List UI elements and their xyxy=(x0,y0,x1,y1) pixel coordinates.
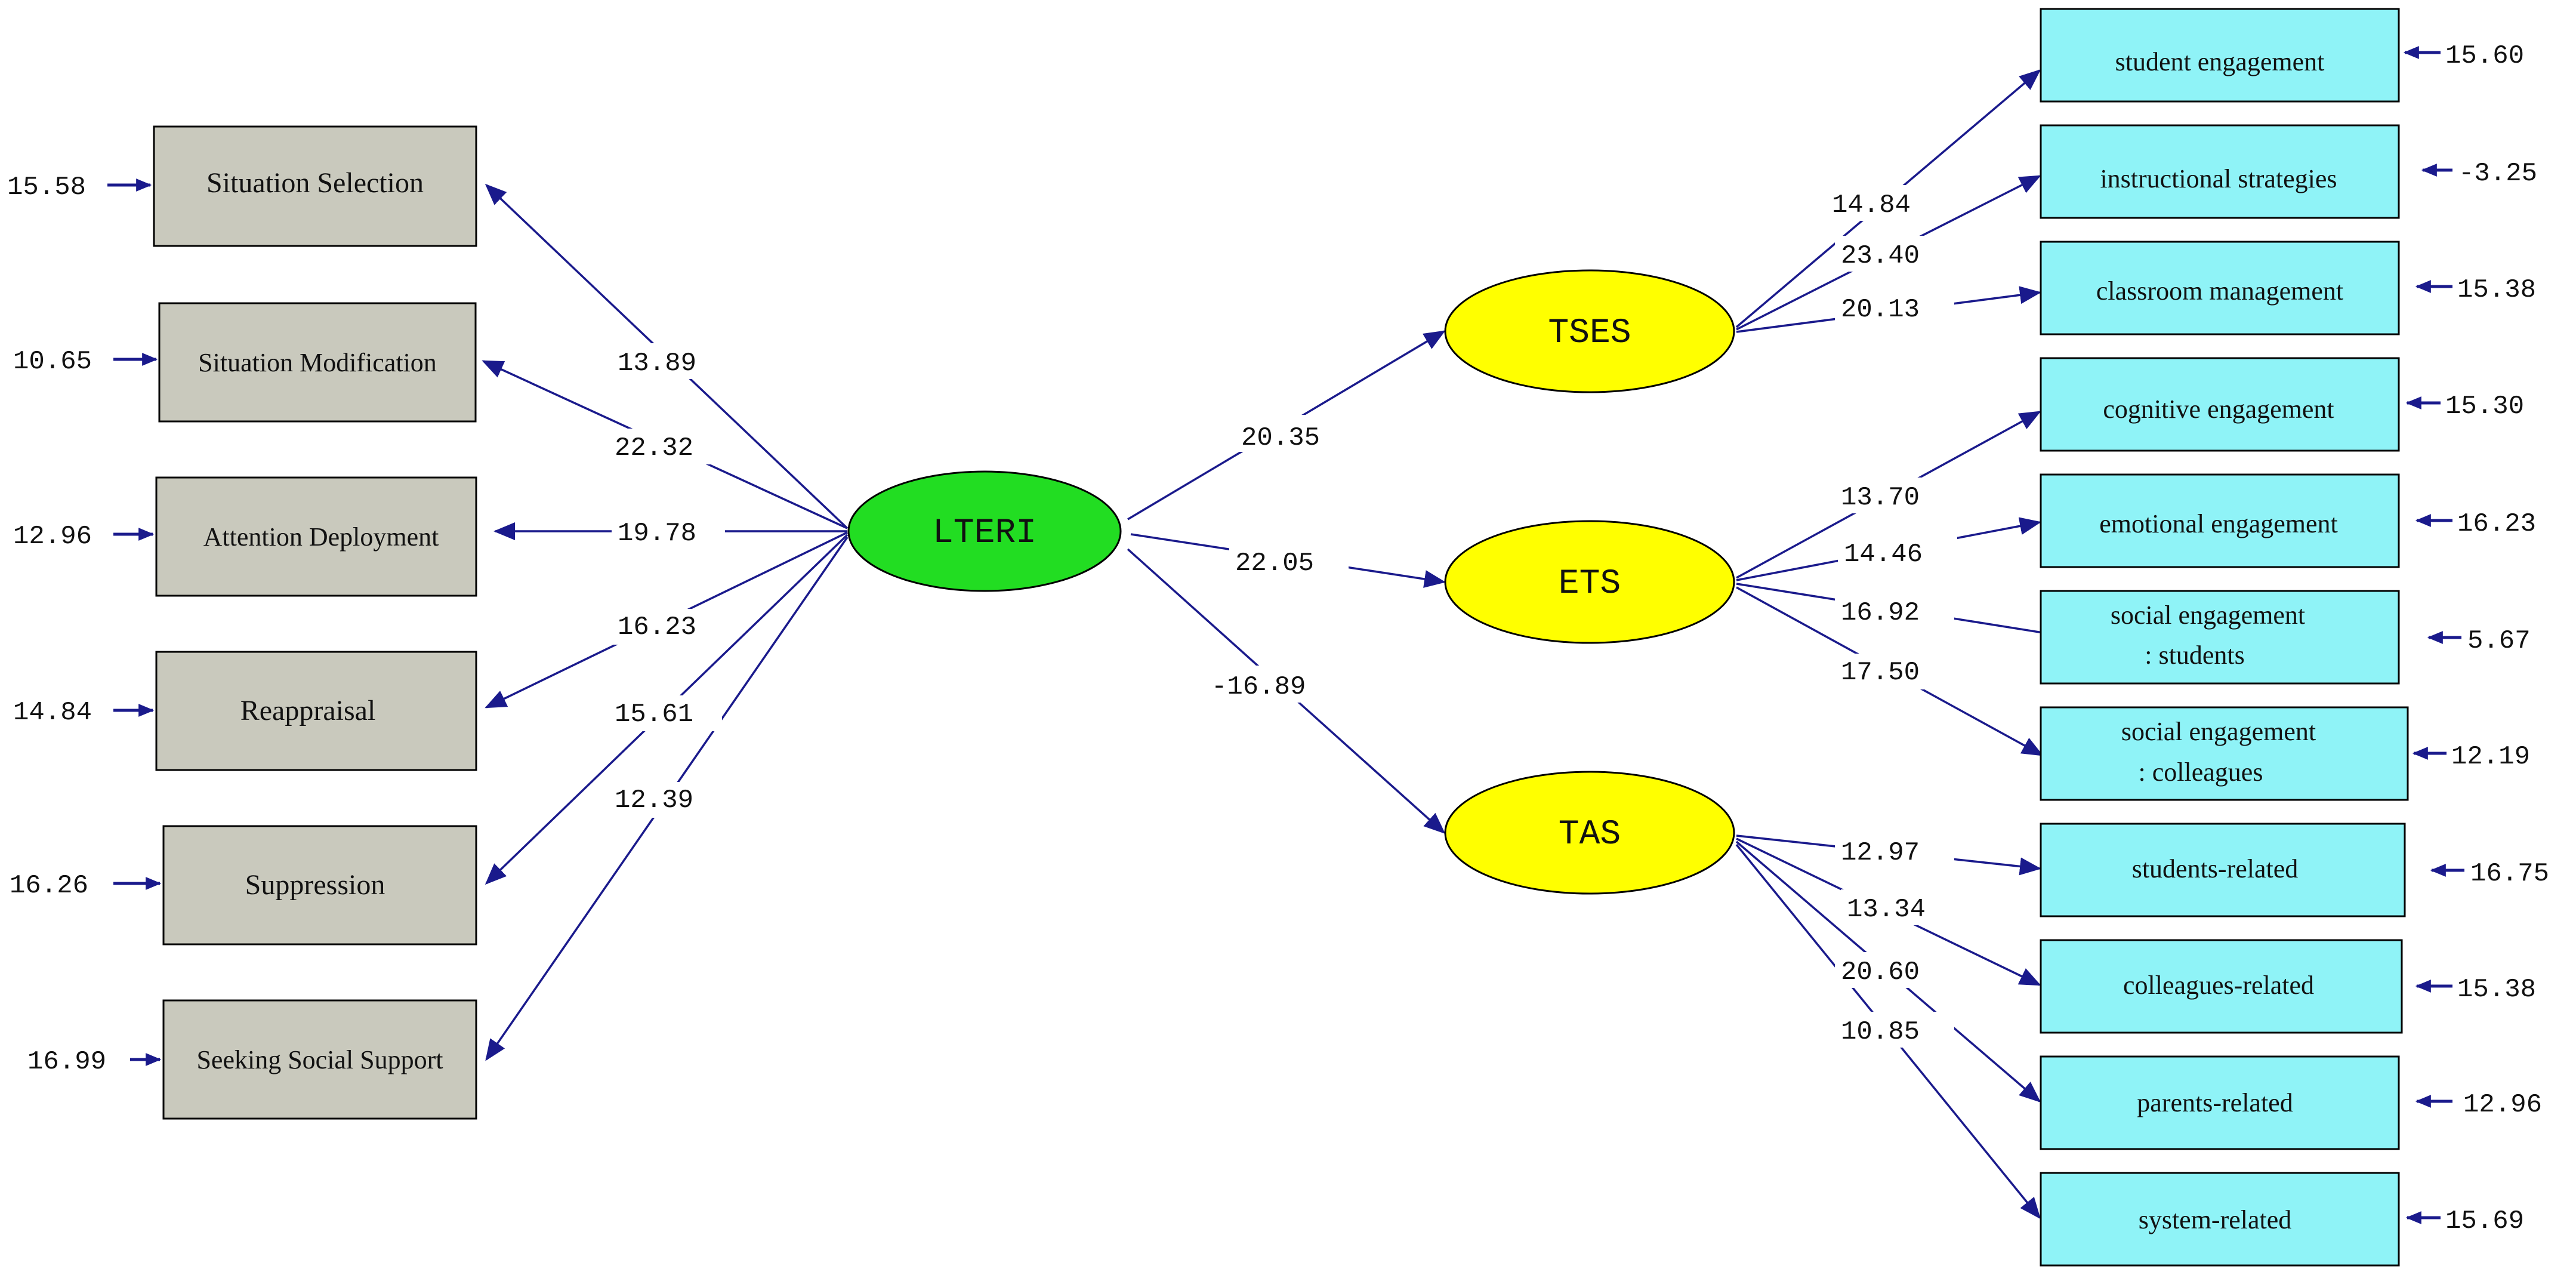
error-label-suppression: 16.26 xyxy=(10,871,88,901)
error-label-reappraisal: 14.84 xyxy=(13,698,92,728)
indicator-label: Reappraisal xyxy=(240,695,376,726)
error-label-classroom-management: 15.38 xyxy=(2457,275,2536,305)
error-label-emotional-engagement: 16.23 xyxy=(2457,509,2536,539)
indicator-label: system-related xyxy=(2139,1205,2292,1234)
loading-label-colleagues-related: 13.34 xyxy=(1847,895,1926,925)
error-label-social-engagement-students: 5.67 xyxy=(2467,626,2531,656)
error-label-colleagues-related: 15.38 xyxy=(2457,975,2536,1005)
error-label-attention-deployment: 12.96 xyxy=(13,522,92,552)
error-label-student-engagement: 15.60 xyxy=(2445,41,2524,71)
indicator-student-engagement: student engagement xyxy=(2040,8,2400,103)
indicator-label: parents-related xyxy=(2137,1088,2293,1117)
loading-label-situation-selection: 13.89 xyxy=(618,349,696,378)
loading-label-students-related: 12.97 xyxy=(1841,838,1920,868)
path-label-lteri-tses: 20.35 xyxy=(1241,423,1320,453)
indicator-emotional-engagement: emotional engagement xyxy=(2040,473,2400,568)
indicator-label-line1: social engagement xyxy=(2121,717,2316,746)
loading-label-student-engagement: 14.84 xyxy=(1832,190,1911,220)
indicator-label: emotional engagement xyxy=(2099,509,2338,538)
indicator-cognitive-engagement: cognitive engagement xyxy=(2040,357,2400,452)
indicator-label-line1: social engagement xyxy=(2111,600,2305,630)
indicator-label: Attention Deployment xyxy=(203,522,439,552)
right-indicator-boxes: student engagement instructional strateg… xyxy=(2040,8,2409,1267)
indicator-label: students-related xyxy=(2132,854,2299,883)
indicator-label: Situation Modification xyxy=(198,348,437,377)
indicator-label: Suppression xyxy=(245,869,385,901)
indicator-social-engagement-colleagues: social engagement : colleagues xyxy=(2040,706,2409,801)
latent-label-tas: TAS xyxy=(1559,815,1621,854)
indicator-label: classroom management xyxy=(2096,276,2343,306)
indicator-label: instructional strategies xyxy=(2100,164,2337,193)
ets-loading-paths: 13.70 14.46 16.92 17.50 xyxy=(1736,411,2063,756)
indicator-label-line2: : colleagues xyxy=(2139,757,2263,787)
path-label-lteri-ets: 22.05 xyxy=(1235,549,1314,578)
error-label-situation-selection: 15.58 xyxy=(7,173,86,202)
indicator-seeking-social-support: Seeking Social Support xyxy=(162,999,477,1120)
loading-label-situation-modification: 22.32 xyxy=(615,433,693,463)
loading-label-instructional-strategies: 23.40 xyxy=(1841,241,1920,271)
indicator-reappraisal: Reappraisal xyxy=(155,651,477,771)
indicator-situation-selection: Situation Selection xyxy=(153,125,477,247)
indicator-students-related: students-related xyxy=(2040,823,2406,917)
loading-label-parents-related: 20.60 xyxy=(1841,957,1920,987)
indicator-social-engagement-students: social engagement : students xyxy=(2040,590,2400,685)
indicator-label-line2: : students xyxy=(2145,640,2244,670)
indicator-label: colleagues-related xyxy=(2123,971,2314,1000)
left-error-terms: 15.58 10.65 12.96 14.84 16.26 16.99 xyxy=(7,173,162,1077)
indicator-suppression: Suppression xyxy=(162,825,477,946)
indicator-label: student engagement xyxy=(2115,47,2325,76)
loading-label-system-related: 10.85 xyxy=(1841,1017,1920,1047)
indicator-situation-modification: Situation Modification xyxy=(158,302,477,423)
error-label-system-related: 15.69 xyxy=(2445,1206,2524,1236)
error-label-instructional-strategies: -3.25 xyxy=(2458,159,2537,189)
error-label-seeking-social-support: 16.99 xyxy=(27,1047,106,1077)
loading-label-emotional-engagement: 14.46 xyxy=(1844,540,1923,569)
loading-label-attention-deployment: 19.78 xyxy=(618,519,696,549)
latent-ets: ETS xyxy=(1444,520,1735,644)
error-label-students-related: 16.75 xyxy=(2470,859,2549,889)
loading-label-classroom-management: 20.13 xyxy=(1841,295,1920,325)
indicator-classroom-management: classroom management xyxy=(2040,241,2400,335)
loading-label-reappraisal: 16.23 xyxy=(618,612,696,642)
indicator-colleagues-related: colleagues-related xyxy=(2040,939,2403,1034)
indicator-parents-related: parents-related xyxy=(2040,1055,2400,1150)
left-indicator-boxes: Situation Selection Situation Modificati… xyxy=(153,125,477,1120)
error-label-situation-modification: 10.65 xyxy=(13,347,92,377)
error-label-cognitive-engagement: 15.30 xyxy=(2445,392,2524,421)
indicator-label: Situation Selection xyxy=(206,167,424,199)
left-loading-labels: 13.89 22.32 19.78 16.23 15.61 12.39 xyxy=(609,343,725,818)
loading-label-social-engagement-colleagues: 17.50 xyxy=(1841,658,1920,688)
loading-label-seeking-social-support: 12.39 xyxy=(615,786,693,815)
path-label-lteri-tas: -16.89 xyxy=(1211,672,1306,702)
latent-lteri: LTERI xyxy=(847,470,1122,592)
latent-tses: TSES xyxy=(1444,269,1735,393)
indicator-label: Seeking Social Support xyxy=(196,1045,443,1074)
structural-paths: 20.35 22.05 -16.89 xyxy=(1127,330,1446,834)
indicator-system-related: system-related xyxy=(2040,1172,2400,1267)
error-label-parents-related: 12.96 xyxy=(2463,1090,2542,1120)
right-error-terms: 15.60 -3.25 15.38 15.30 16.23 5.67 12.19… xyxy=(2403,41,2549,1236)
latent-label-lteri: LTERI xyxy=(933,514,1036,553)
latent-label-tses: TSES xyxy=(1548,314,1631,353)
error-label-social-engagement-colleagues: 12.19 xyxy=(2451,742,2530,772)
loading-label-cognitive-engagement: 13.70 xyxy=(1841,483,1920,513)
tses-loading-paths: 14.84 23.40 20.13 xyxy=(1735,69,2041,333)
loading-label-suppression: 15.61 xyxy=(615,700,693,729)
latent-label-ets: ETS xyxy=(1559,565,1621,603)
indicator-attention-deployment: Attention Deployment xyxy=(155,476,477,597)
latent-tas: TAS xyxy=(1444,771,1735,895)
tas-loading-paths: 12.97 13.34 20.60 10.85 xyxy=(1735,833,2041,1219)
indicator-instructional-strategies: instructional strategies xyxy=(2040,124,2400,219)
loading-label-social-engagement-students: 16.92 xyxy=(1841,598,1920,628)
indicator-label: cognitive engagement xyxy=(2103,395,2334,424)
